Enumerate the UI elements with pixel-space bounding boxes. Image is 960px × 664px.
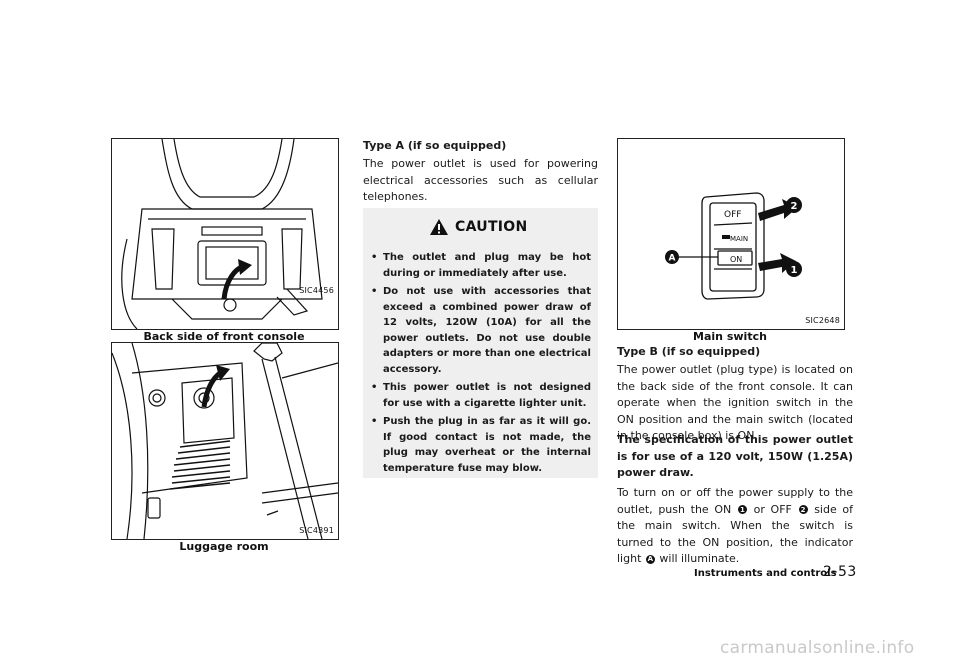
bullet-icon: •: [371, 382, 378, 393]
console-illustration: [121, 139, 323, 329]
svg-text:A: A: [669, 254, 676, 264]
caution-item: •The outlet and plug may be hot during o…: [371, 252, 591, 279]
callout-a-icon: [665, 250, 679, 264]
main-label: MAIN: [730, 235, 748, 243]
luggage-illustration: [112, 343, 338, 539]
figure-caption: Luggage room: [179, 540, 269, 553]
on-label: ON: [730, 255, 742, 264]
figure-code: SIC4456: [299, 286, 334, 295]
type-a-heading: Type A (if so equipped): [363, 139, 507, 152]
caution-title: CAUTION: [455, 219, 528, 235]
type-b-para-3: To turn on or off the power supply to th…: [617, 486, 854, 565]
console-figure: SIC4456: [111, 138, 339, 330]
type-b-para-2: The specification of this power outlet i…: [617, 433, 853, 479]
type-b-heading: Type B (if so equipped): [617, 345, 761, 358]
svg-text:1: 1: [791, 265, 798, 276]
figure-code: SIC4391: [299, 526, 334, 535]
svg-text:2: 2: [791, 201, 798, 212]
figure-code: SIC2648: [805, 316, 840, 325]
type-a-intro: The power outlet is used for powering el…: [363, 157, 598, 203]
caution-box: CAUTION •The outlet and plug may be hot …: [363, 208, 598, 478]
caution-item: •Do not use with accessories that exceed…: [371, 286, 591, 375]
callout-2-icon: [786, 197, 802, 213]
caution-item: •Push the plug in as far as it will go. …: [371, 416, 591, 474]
bullet-icon: •: [371, 286, 378, 297]
off-label: OFF: [724, 210, 741, 220]
callout-1-icon: [786, 261, 802, 277]
switch-figure: OFF MAIN ON 2 1 A SIC2648: [617, 138, 845, 330]
page-number: 2-53: [823, 564, 857, 580]
switch-illustration: OFF MAIN ON 2 1 A: [665, 192, 802, 300]
watermark: carmanualsonline.info: [720, 638, 915, 658]
figure-caption: Back side of front console: [143, 330, 305, 343]
callout-2-icon: 2: [798, 505, 808, 515]
callout-a-icon: A: [645, 554, 655, 564]
section-name: Instruments and controls: [694, 568, 837, 579]
bullet-icon: •: [371, 252, 378, 263]
figure-caption: Main switch: [693, 330, 767, 343]
warning-icon: [429, 218, 449, 236]
type-b-para-1: The power outlet (plug type) is located …: [617, 363, 853, 442]
bullet-icon: •: [371, 416, 378, 427]
caution-list: •The outlet and plug may be hot during o…: [371, 250, 591, 479]
luggage-figure: SIC4391: [111, 342, 339, 540]
callout-1-icon: 1: [737, 505, 747, 515]
caution-item: •This power outlet is not designed for u…: [371, 382, 591, 409]
